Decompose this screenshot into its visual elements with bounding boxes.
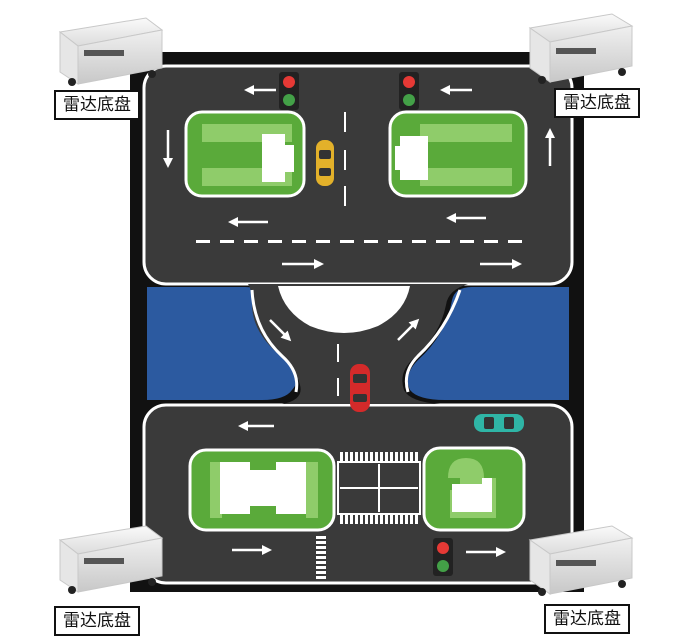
lane-dash — [388, 240, 402, 243]
crosswalk-stripe — [370, 452, 373, 462]
crosswalk-bottom — [340, 514, 418, 524]
crosswalk-stripe — [355, 452, 358, 462]
crosswalk-stripe — [370, 514, 373, 524]
arrow-lower-lane-left — [282, 259, 324, 269]
crosswalk-stripe — [360, 514, 363, 524]
crosswalk-stripe — [400, 514, 403, 524]
crosswalk-stripe — [395, 514, 398, 524]
crosswalk-stripe — [316, 576, 326, 579]
arrow-mid-right-left — [446, 213, 486, 223]
green-block-bottom-right — [422, 446, 526, 532]
lane-dash — [484, 240, 498, 243]
arrow-bottom-left — [232, 545, 272, 555]
crosswalk-stripe — [316, 561, 326, 564]
arrow-top-left — [244, 85, 276, 95]
lane-dash — [340, 240, 354, 243]
chassis-label-top-left: 雷达底盘 — [54, 90, 140, 120]
curb-right-edge — [404, 289, 462, 393]
lane-dash — [220, 240, 234, 243]
arrow-bottom-road-left — [238, 421, 274, 431]
crosswalk-stripe — [345, 452, 348, 462]
lane-divider-top — [196, 240, 522, 243]
lane-dash — [508, 240, 522, 243]
curb-left-edge — [250, 289, 299, 393]
crosswalk-stripe — [410, 514, 413, 524]
crosswalk-stripe — [316, 551, 326, 554]
crosswalk-stripe — [380, 514, 383, 524]
crosswalk-stripe — [316, 556, 326, 559]
crosswalk-stripe — [316, 566, 326, 569]
crosswalk-stripe — [316, 546, 326, 549]
traffic-light-bottom-right — [433, 538, 453, 576]
crosswalk-stripe — [360, 452, 363, 462]
green-block-bottom-left — [188, 448, 336, 532]
teal-car — [474, 414, 524, 432]
chassis-label-top-right: 雷达底盘 — [554, 88, 640, 118]
chassis-label-bottom-right: 雷达底盘 — [544, 604, 630, 634]
red-car — [350, 364, 370, 412]
light-green — [283, 94, 295, 106]
arrow-lower-lane-right — [480, 259, 522, 269]
light-green — [403, 94, 415, 106]
crosswalk-stripe — [395, 452, 398, 462]
lane-dash — [196, 240, 210, 243]
crosswalk-stripe — [375, 514, 378, 524]
lane-dash — [436, 240, 450, 243]
lane-dash — [364, 240, 378, 243]
light-red — [403, 76, 415, 88]
yellow-car — [316, 140, 334, 186]
light-red — [437, 542, 449, 554]
green-block-top-right — [388, 110, 528, 198]
arrow-mid-left — [228, 217, 268, 227]
light-green — [437, 560, 449, 572]
crosswalk-stripe — [380, 452, 383, 462]
arrow-left-vertical — [163, 130, 173, 168]
lane-dash — [268, 240, 282, 243]
radar-chassis-top-right — [528, 13, 634, 84]
chassis-label-bottom-left: 雷达底盘 — [54, 606, 140, 636]
crosswalk-stripe — [390, 514, 393, 524]
green-block-top-left — [184, 110, 306, 198]
traffic-light-top-right — [399, 72, 419, 110]
crosswalk-stripe — [390, 452, 393, 462]
lane-dash — [244, 240, 258, 243]
crosswalk-stripe — [345, 514, 348, 524]
arrow-right-vertical — [545, 128, 555, 166]
crosswalk-stripe — [316, 541, 326, 544]
median-island — [278, 286, 410, 333]
arrow-bottom-right — [466, 547, 506, 557]
crosswalk-stripe — [316, 571, 326, 574]
crosswalk-stripe — [385, 514, 388, 524]
crosswalk-stripe — [415, 514, 418, 524]
crosswalk-stripe — [340, 452, 343, 462]
arrow-top-right — [440, 85, 472, 95]
lane-dash — [292, 240, 306, 243]
light-red — [283, 76, 295, 88]
lane-dash — [316, 240, 330, 243]
crosswalk-stripe — [365, 514, 368, 524]
crosswalk-stripe — [350, 514, 353, 524]
crosswalk-stripe — [355, 514, 358, 524]
crosswalk-stripe — [375, 452, 378, 462]
crosswalk-stripe — [405, 514, 408, 524]
traffic-light-top-left — [279, 72, 299, 110]
crosswalk-stripe — [350, 452, 353, 462]
crosswalk-left-vertical — [316, 536, 326, 579]
radar-chassis-top-left — [58, 17, 164, 86]
lane-dash — [412, 240, 426, 243]
radar-chassis-bottom-right — [528, 525, 634, 596]
crosswalk-top — [340, 452, 418, 462]
crosswalk-stripe — [405, 452, 408, 462]
lane-dash — [460, 240, 474, 243]
crosswalk-stripe — [410, 452, 413, 462]
water-right — [407, 287, 569, 400]
crosswalk-stripe — [400, 452, 403, 462]
crosswalk-stripe — [365, 452, 368, 462]
crosswalk-stripe — [415, 452, 418, 462]
crosswalk-stripe — [316, 536, 326, 539]
radar-chassis-bottom-left — [58, 525, 164, 594]
crosswalk-stripe — [340, 514, 343, 524]
crosswalk-stripe — [385, 452, 388, 462]
